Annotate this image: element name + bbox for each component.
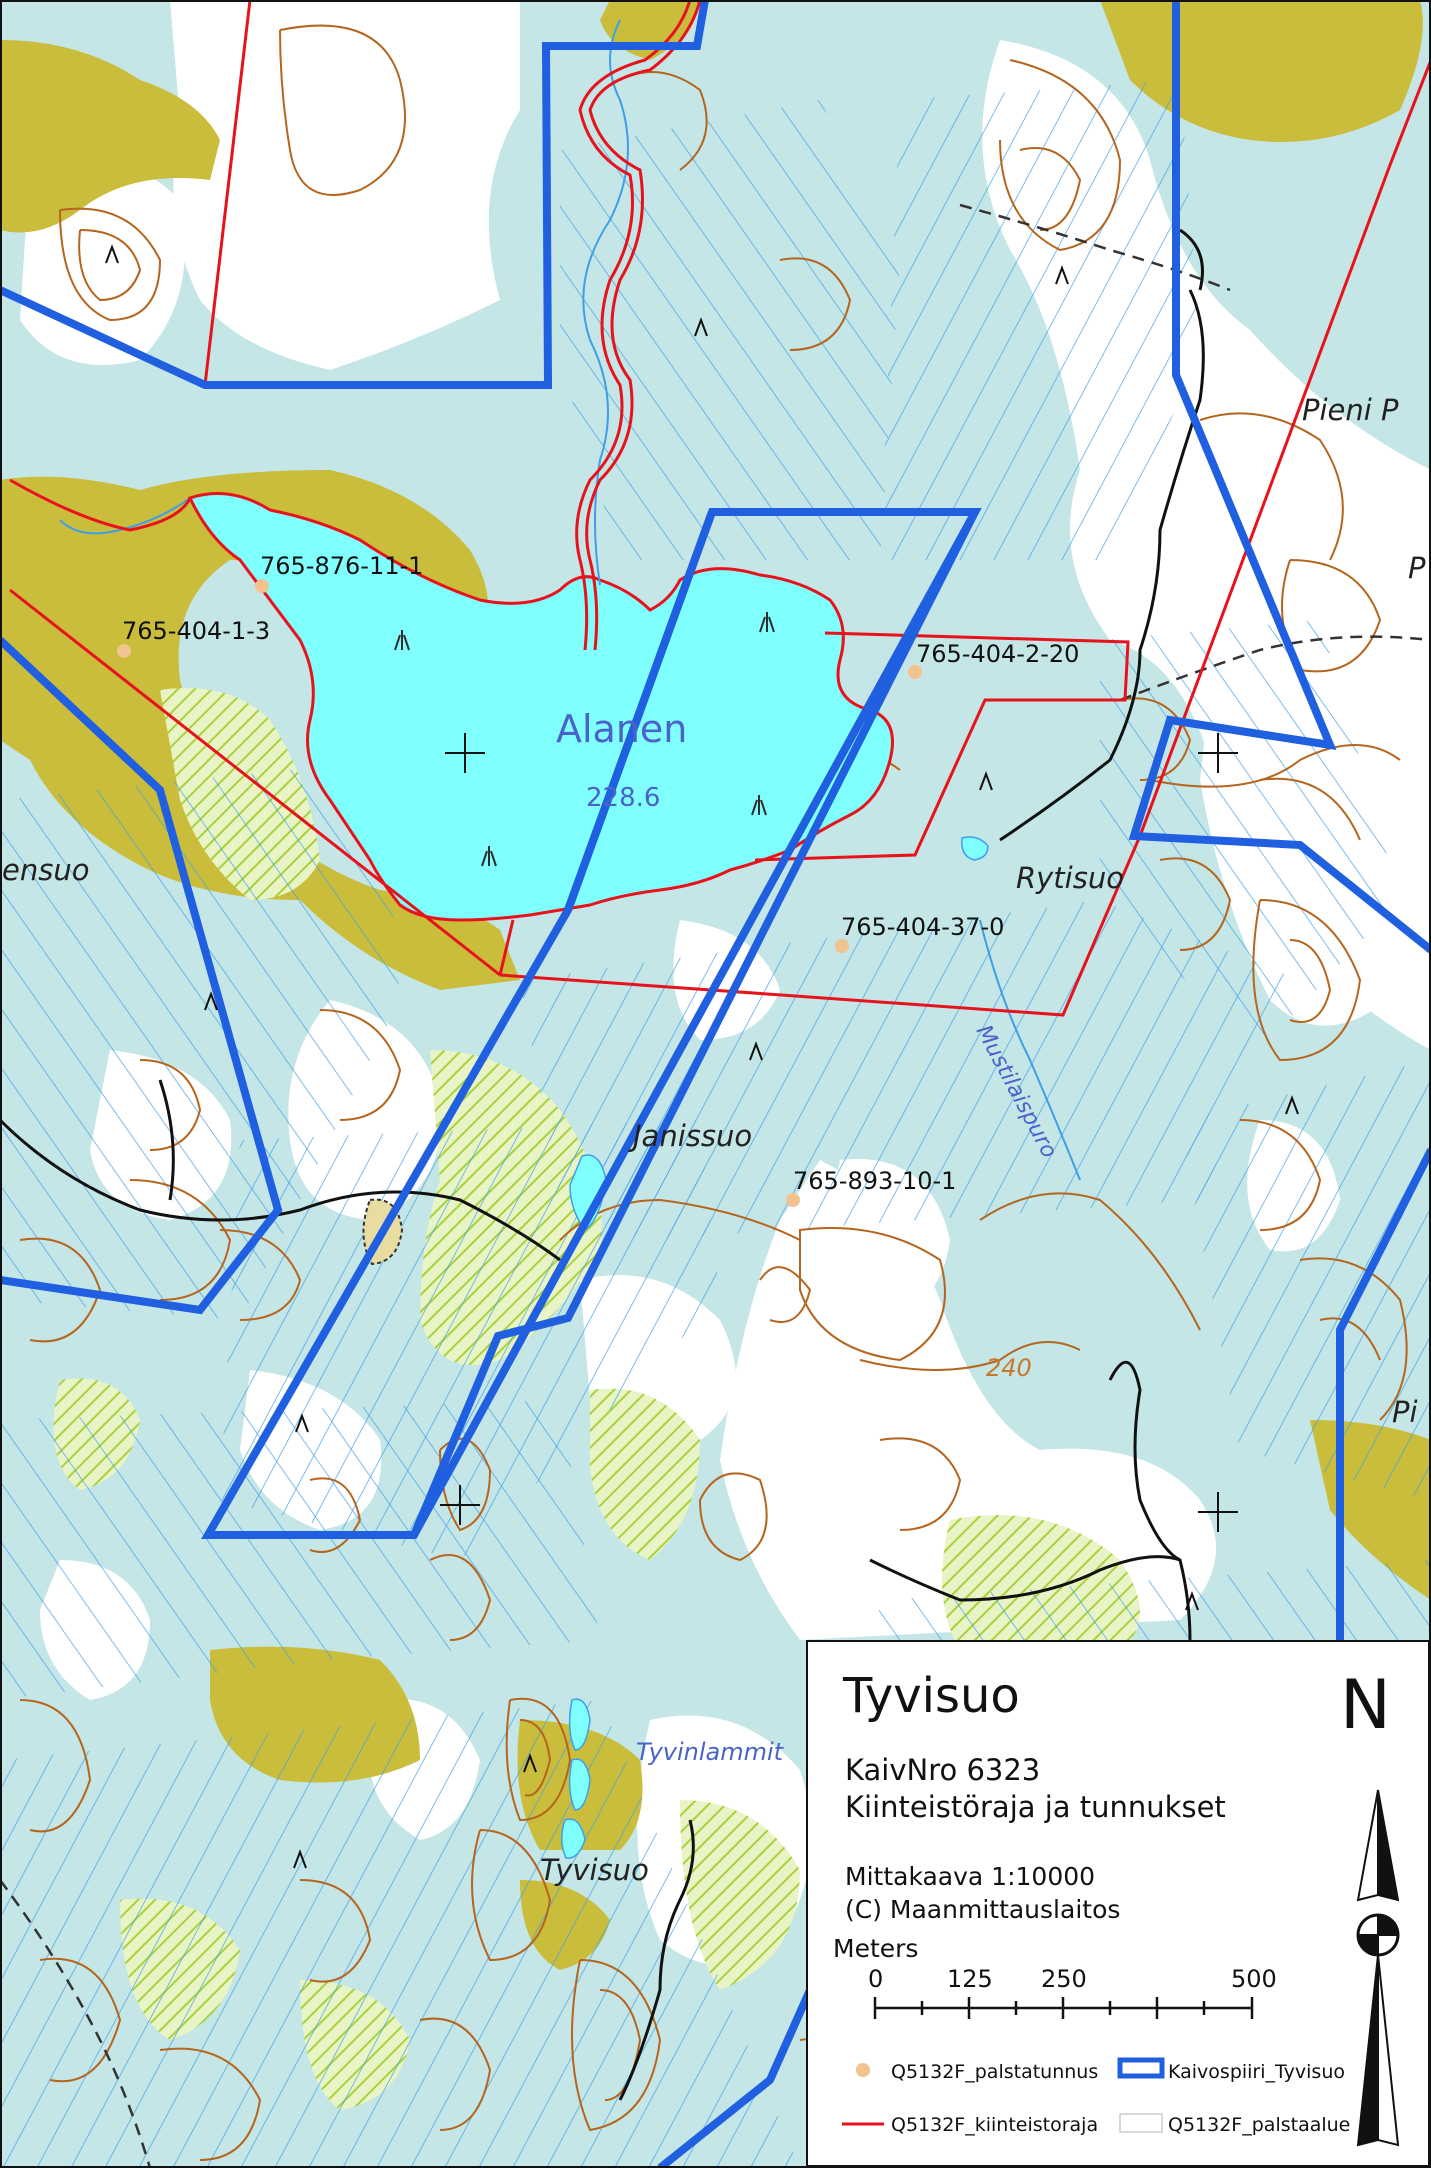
scalebar-tick-label: 125: [947, 1965, 993, 1993]
contour-value: 240: [986, 1354, 1032, 1382]
legend-swatch-parcel-id: [856, 2063, 870, 2077]
paths: [0, 228, 1205, 2101]
legend-item-label: Q5132F_palstaalue: [1168, 2114, 1350, 2136]
place-name-p: P: [1408, 551, 1426, 585]
parcel-label: 765-893-10-1: [793, 1167, 956, 1195]
place-name-rytisuo: Rytisuo: [1016, 861, 1124, 895]
lake-elevation: 228.6: [586, 783, 660, 813]
lake-name: Alanen: [556, 707, 687, 751]
legend-item-label: Q5132F_kiinteistoraja: [891, 2114, 1098, 2136]
legend-item-label: Q5132F_palstatunnus: [891, 2061, 1098, 2083]
legend-copyright: (C) Maanmittauslaitos: [845, 1895, 1120, 1924]
place-name-tyvisuo: Tyvisuo: [540, 1853, 649, 1887]
legend-kaivnro: KaivNro 6323: [845, 1753, 1040, 1787]
parcel-markers: [117, 579, 922, 1207]
legend-subtitle: Kiinteistöraja ja tunnukset: [845, 1790, 1226, 1824]
pond-name-tyvinlammit: Tyvinlammit: [636, 1738, 785, 1766]
dashed-paths: [0, 203, 1431, 2168]
legend-scale: Mittakaava 1:10000: [845, 1862, 1095, 1891]
topo-symbols: [105, 244, 1299, 1869]
parcel-label: 765-404-37-0: [841, 913, 1004, 941]
legend-swatch-mining-district: [1117, 2057, 1165, 2079]
scalebar-tick-label: 500: [1231, 1965, 1277, 1993]
north-label: N: [1340, 1666, 1391, 1745]
contour-lines: [19, 24, 1408, 2168]
small-ponds: [561, 836, 989, 1859]
scalebar-tick-label: 250: [1041, 1965, 1087, 1993]
legend-swatch-parcel-area: [1119, 2113, 1163, 2133]
place-name-janissuo: Janissuo: [628, 1119, 752, 1153]
parcel-dot: [786, 1193, 800, 1207]
parcel-dot: [908, 665, 922, 679]
reed-symbols: [394, 612, 775, 867]
scalebar-unit: Meters: [833, 1934, 918, 1963]
legend-item-label: Kaivospiiri_Tyvisuo: [1168, 2061, 1345, 2083]
parcel-label: 765-876-11-1: [260, 552, 423, 580]
legend-panel: Tyvisuo KaivNro 6323 Kiinteistöraja ja t…: [806, 1640, 1430, 2167]
north-arrow-icon: [1356, 1789, 1400, 2147]
place-name-pi: Pi: [1392, 1395, 1418, 1429]
place-name-pieni: Pieni P: [1302, 393, 1399, 427]
scalebar-tick-label: 0: [868, 1965, 883, 1993]
parcel-dot: [255, 579, 269, 593]
scalebar: [873, 1997, 1254, 2019]
parcel-dot: [835, 939, 849, 953]
parcel-dot: [117, 644, 131, 658]
legend-title: Tyvisuo: [842, 1668, 1020, 1724]
parcel-label: 765-404-1-3: [122, 617, 270, 645]
lake-alanen[interactable]: [187, 492, 894, 922]
place-name-ensuo: ensuo: [2, 853, 89, 887]
parcel-label: 765-404-2-20: [916, 640, 1079, 668]
streams: [59, 19, 1081, 1181]
